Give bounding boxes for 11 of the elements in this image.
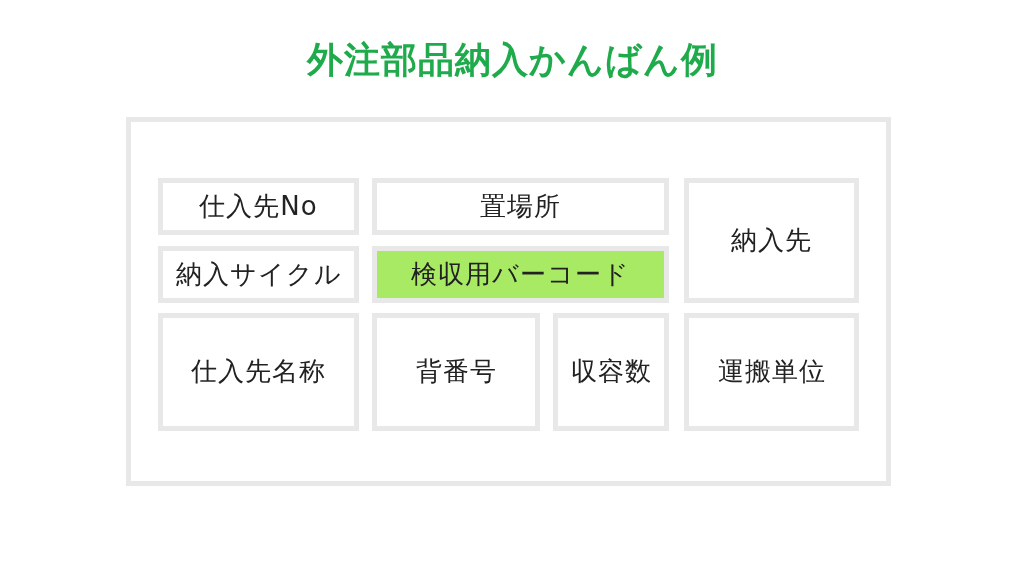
card-cell: 仕入先名称 (158, 313, 359, 431)
card-cell: 納入サイクル (158, 246, 359, 303)
card-cell: 背番号 (372, 313, 540, 431)
card-cell: 納入先 (684, 178, 859, 303)
card-cell: 仕入先No (158, 178, 359, 235)
card-cell: 運搬単位 (684, 313, 859, 431)
card-cell: 置場所 (372, 178, 669, 235)
kanban-card (126, 117, 891, 486)
highlighted-cell: 検収用バーコード (372, 246, 669, 303)
card-cell: 収容数 (553, 313, 669, 431)
title: 外注部品納入かんばん例 (306, 38, 718, 82)
